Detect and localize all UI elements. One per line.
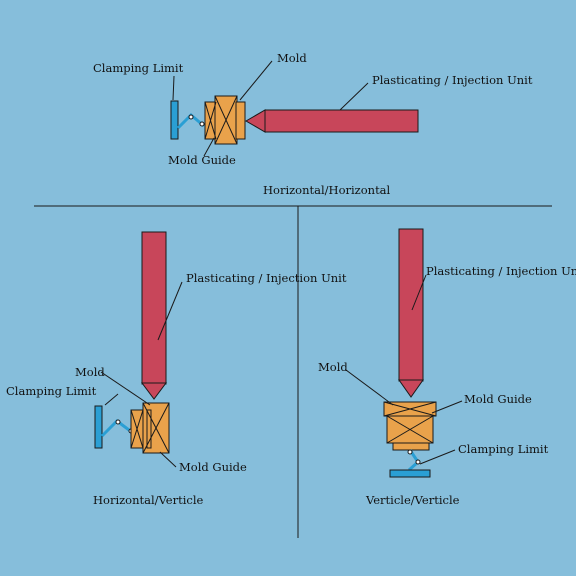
vv-clamp-plate bbox=[389, 469, 431, 478]
vv-machine bbox=[383, 228, 437, 478]
hv-unit-label: Plasticating / Injection Unit bbox=[186, 271, 347, 285]
hh-injection-unit bbox=[264, 109, 419, 133]
vv-clamping-limit-label: Clamping Limit bbox=[458, 442, 549, 456]
hh-mold bbox=[204, 95, 246, 145]
vv-caption: Verticle/Verticle bbox=[366, 493, 460, 507]
vv-mold-label: Mold bbox=[318, 360, 348, 374]
hv-machine bbox=[94, 231, 170, 454]
hv-caption: Horizontal/Verticle bbox=[93, 493, 204, 507]
hh-caption: Horizontal/Horizontal bbox=[263, 183, 391, 197]
vv-nozzle bbox=[398, 379, 424, 398]
hv-mold-label: Mold bbox=[75, 365, 105, 379]
hh-machine bbox=[170, 95, 419, 145]
hh-mold-label: Mold bbox=[277, 51, 307, 65]
vv-mold-guide-label: Mold Guide bbox=[464, 392, 532, 406]
hv-injection-unit bbox=[141, 231, 167, 385]
hv-clamp-plate bbox=[94, 405, 103, 449]
hh-mold-guide-label: Mold Guide bbox=[168, 153, 236, 167]
vv-mold bbox=[383, 401, 437, 451]
hv-clamping-limit-label: Clamping Limit bbox=[6, 384, 97, 398]
hh-clamping-limit-label: Clamping Limit bbox=[93, 61, 184, 75]
vv-unit-label: Plasticating / Injection Unit bbox=[426, 264, 576, 278]
hv-nozzle bbox=[141, 382, 167, 400]
hv-mold bbox=[130, 402, 170, 454]
vv-injection-unit bbox=[398, 228, 424, 382]
hh-clamp-plate bbox=[170, 100, 179, 140]
hv-mold-guide-label: Mold Guide bbox=[179, 460, 247, 474]
hh-nozzle bbox=[245, 109, 266, 133]
hh-unit-label: Plasticating / Injection Unit bbox=[372, 73, 533, 87]
